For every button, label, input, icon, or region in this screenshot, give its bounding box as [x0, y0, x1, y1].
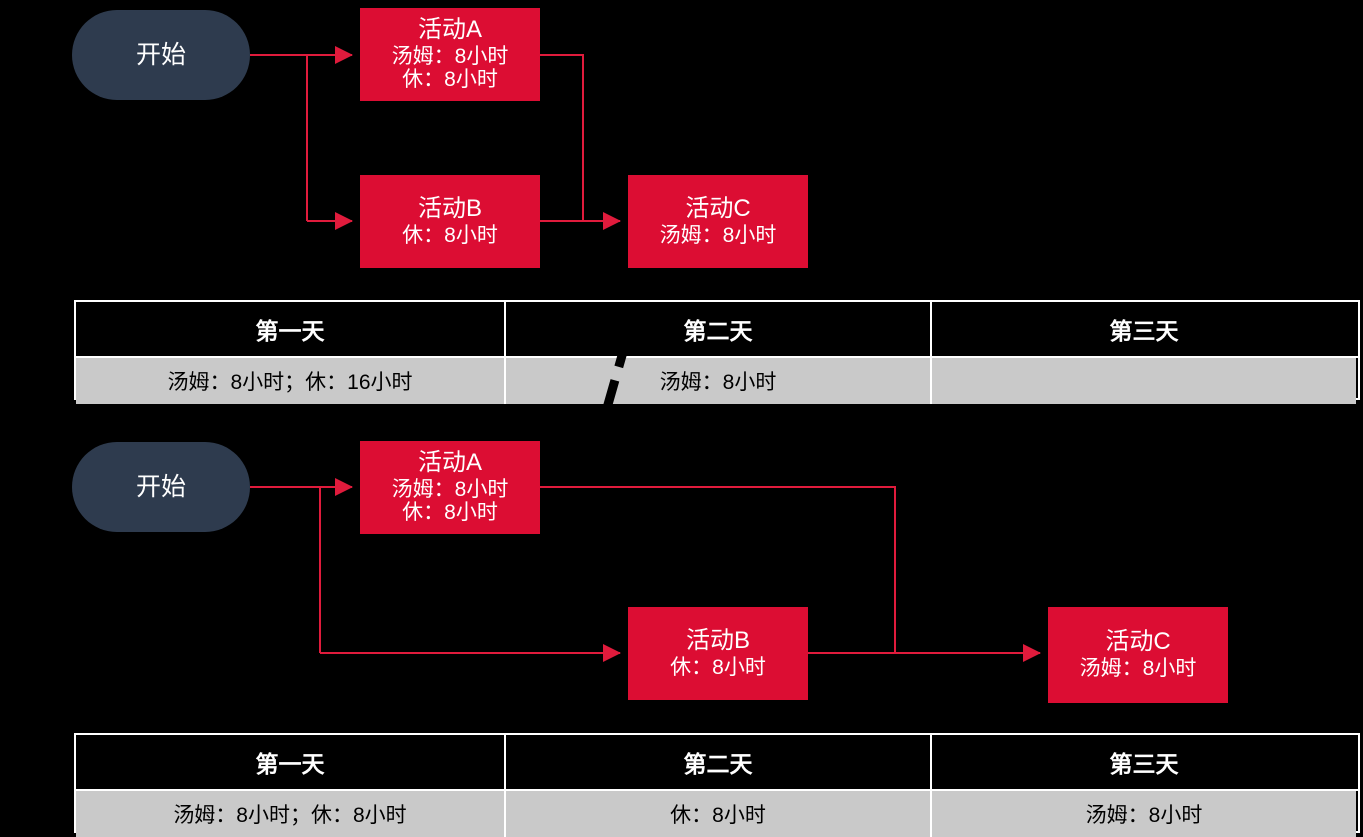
top-activity-c-title: 活动C: [685, 194, 751, 222]
bottom-activity-c-title: 活动C: [1105, 628, 1171, 656]
bottom-activity-a-title: 活动A: [417, 449, 482, 477]
top-activity-a-node[interactable]: 活动A 汤姆：8小时 休：8小时: [360, 8, 540, 101]
top-table-data-row: 汤姆：8小时；休：16小时 汤姆：8小时: [76, 358, 1358, 404]
bottom-table-header-day3: 第三天: [932, 735, 1356, 789]
bottom-activity-a-node[interactable]: 活动A 汤姆：8小时 休：8小时: [360, 441, 540, 534]
bottom-activity-b-title: 活动B: [685, 626, 750, 654]
top-table-cell-day3: [932, 358, 1356, 404]
bottom-table-cell-day1: 汤姆：8小时；休：8小时: [76, 791, 506, 837]
bottom-table-data-row: 汤姆：8小时；休：8小时 休：8小时 汤姆：8小时: [76, 791, 1358, 837]
top-table-header-day3: 第三天: [932, 302, 1356, 356]
bottom-table-cell-day3: 汤姆：8小时: [932, 791, 1356, 837]
bottom-start-label: 开始: [135, 473, 186, 501]
bottom-table-header-row: 第一天 第二天 第三天: [76, 735, 1358, 791]
bottom-table-header-day1: 第一天: [76, 735, 506, 789]
bottom-table-header-day2: 第二天: [506, 735, 932, 789]
top-activity-a-line2: 汤姆：8小时: [391, 44, 509, 68]
top-table-cell-day1: 汤姆：8小时；休：16小时: [76, 358, 506, 404]
top-activity-b-title: 活动B: [417, 194, 482, 222]
top-activity-c-line2: 汤姆：8小时: [659, 223, 777, 247]
bottom-activity-c-node[interactable]: 活动C 汤姆：8小时: [1048, 607, 1228, 703]
bottom-start-node[interactable]: 开始: [72, 442, 250, 532]
bottom-activity-b-line2: 休：8小时: [670, 655, 766, 679]
top-activity-a-title: 活动A: [417, 16, 482, 44]
bottom-schedule-table: 第一天 第二天 第三天 汤姆：8小时；休：8小时 休：8小时 汤姆：8小时: [74, 733, 1360, 837]
top-start-node[interactable]: 开始: [72, 10, 250, 100]
bottom-activity-c-line2: 汤姆：8小时: [1079, 657, 1197, 681]
bottom-activity-a-line2: 汤姆：8小时: [391, 477, 509, 501]
top-activity-b-line2: 休：8小时: [402, 223, 498, 247]
top-table-header-row: 第一天 第二天 第三天: [76, 302, 1358, 358]
top-activity-a-line3: 休：8小时: [402, 68, 498, 92]
bottom-activity-b-node[interactable]: 活动B 休：8小时: [628, 607, 808, 700]
top-table-cell-day2: 汤姆：8小时: [506, 358, 932, 404]
top-activity-b-node[interactable]: 活动B 休：8小时: [360, 175, 540, 268]
bottom-table-cell-day2: 休：8小时: [506, 791, 932, 837]
top-schedule-table: 第一天 第二天 第三天 汤姆：8小时；休：16小时 汤姆：8小时: [74, 300, 1360, 404]
top-table-header-day2: 第二天: [506, 302, 932, 356]
top-table-header-day1: 第一天: [76, 302, 506, 356]
top-activity-c-node[interactable]: 活动C 汤姆：8小时: [628, 175, 808, 268]
bottom-activity-a-line3: 休：8小时: [402, 501, 498, 525]
top-start-label: 开始: [135, 41, 186, 69]
